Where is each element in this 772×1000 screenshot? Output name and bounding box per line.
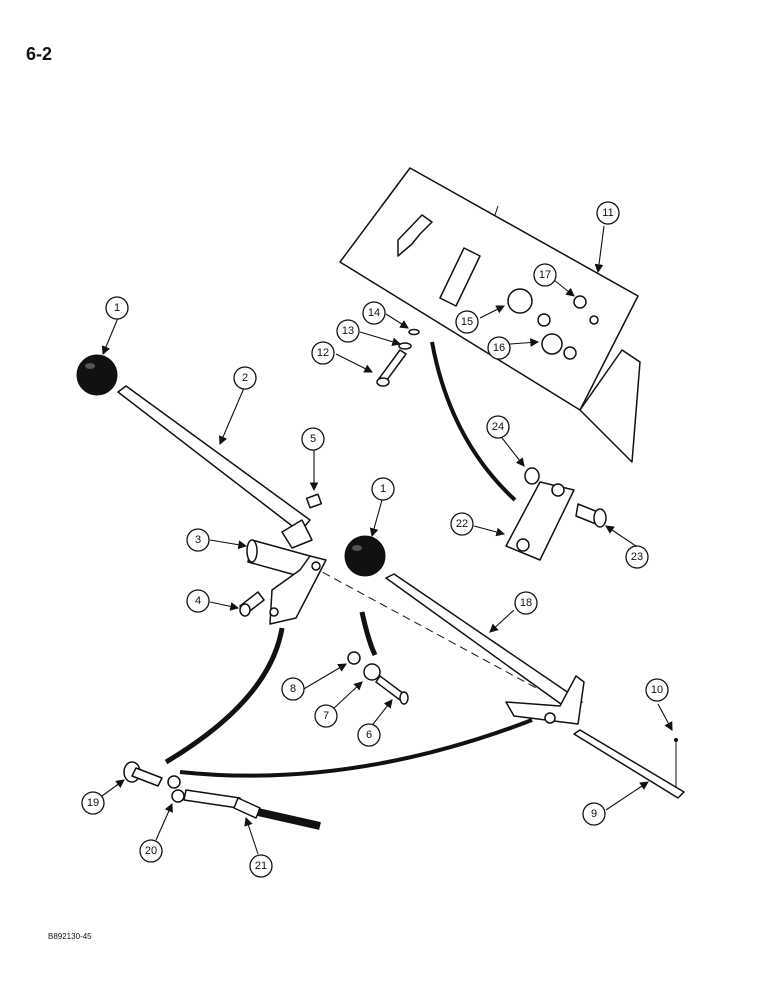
shift-lever-2 <box>76 354 313 549</box>
svg-text:4: 4 <box>195 595 201 607</box>
page-number: 6-2 <box>26 44 53 64</box>
callout-13: 13 <box>336 319 360 343</box>
bolt-spring-nut <box>347 651 409 705</box>
callout-21: 21 <box>249 854 273 878</box>
svg-text:16: 16 <box>493 342 505 354</box>
svg-text:13: 13 <box>342 325 354 337</box>
svg-text:12: 12 <box>317 347 329 359</box>
callout-5: 5 <box>301 427 325 451</box>
svg-text:7: 7 <box>323 710 329 722</box>
svg-text:20: 20 <box>145 845 157 857</box>
shift-lever-18 <box>344 535 585 725</box>
leader-lines <box>101 225 673 855</box>
svg-text:23: 23 <box>631 551 643 563</box>
callout-3: 3 <box>186 528 210 552</box>
svg-text:1: 1 <box>114 302 120 314</box>
callout-4: 4 <box>186 589 210 613</box>
callout-11: 11 <box>596 201 620 225</box>
svg-text:6: 6 <box>366 729 372 741</box>
svg-text:2: 2 <box>242 372 248 384</box>
callout-7: 7 <box>314 704 338 728</box>
svg-text:10: 10 <box>651 684 663 696</box>
cable-end <box>123 761 321 830</box>
pin-5 <box>305 493 323 509</box>
svg-text:11: 11 <box>602 207 613 219</box>
callout-2: 2 <box>233 366 257 390</box>
callout-24: 24 <box>486 415 510 439</box>
svg-text:15: 15 <box>461 316 473 328</box>
svg-text:21: 21 <box>255 860 267 872</box>
svg-text:22: 22 <box>456 518 468 530</box>
callout-6: 6 <box>357 723 381 747</box>
svg-text:14: 14 <box>368 307 380 319</box>
callout-9: 9 <box>582 802 606 826</box>
svg-text:5: 5 <box>310 433 316 445</box>
svg-text:18: 18 <box>520 597 532 609</box>
callout-8: 8 <box>281 677 305 701</box>
bracket-3 <box>246 539 327 625</box>
callout-16: 16 <box>487 336 511 360</box>
bolt-4 <box>239 591 265 617</box>
callout-18: 18 <box>514 591 538 615</box>
rod-9 <box>573 729 685 799</box>
svg-text:17: 17 <box>539 269 551 281</box>
svg-text:8: 8 <box>290 683 296 695</box>
callout-10: 10 <box>645 678 669 702</box>
svg-text:1: 1 <box>380 483 386 495</box>
bolt-12 <box>376 328 420 387</box>
callout-23: 23 <box>625 545 649 569</box>
callout-1a: 1 <box>105 296 129 320</box>
svg-text:9: 9 <box>591 808 597 820</box>
sweep-lines <box>164 341 541 778</box>
callout-14: 14 <box>362 301 386 325</box>
callout-17: 17 <box>533 263 557 287</box>
shift-plate <box>339 167 641 463</box>
callout-20: 20 <box>139 839 163 863</box>
callout-19: 19 <box>81 791 105 815</box>
svg-text:3: 3 <box>195 534 201 546</box>
figure-code: B892130-45 <box>48 932 92 941</box>
svg-text:19: 19 <box>87 797 99 809</box>
callout-15: 15 <box>455 310 479 334</box>
callout-22: 22 <box>450 512 474 536</box>
callout-12: 12 <box>311 341 335 365</box>
bracket-22 <box>505 467 607 561</box>
svg-text:24: 24 <box>492 421 504 433</box>
callout-1b: 1 <box>371 477 395 501</box>
